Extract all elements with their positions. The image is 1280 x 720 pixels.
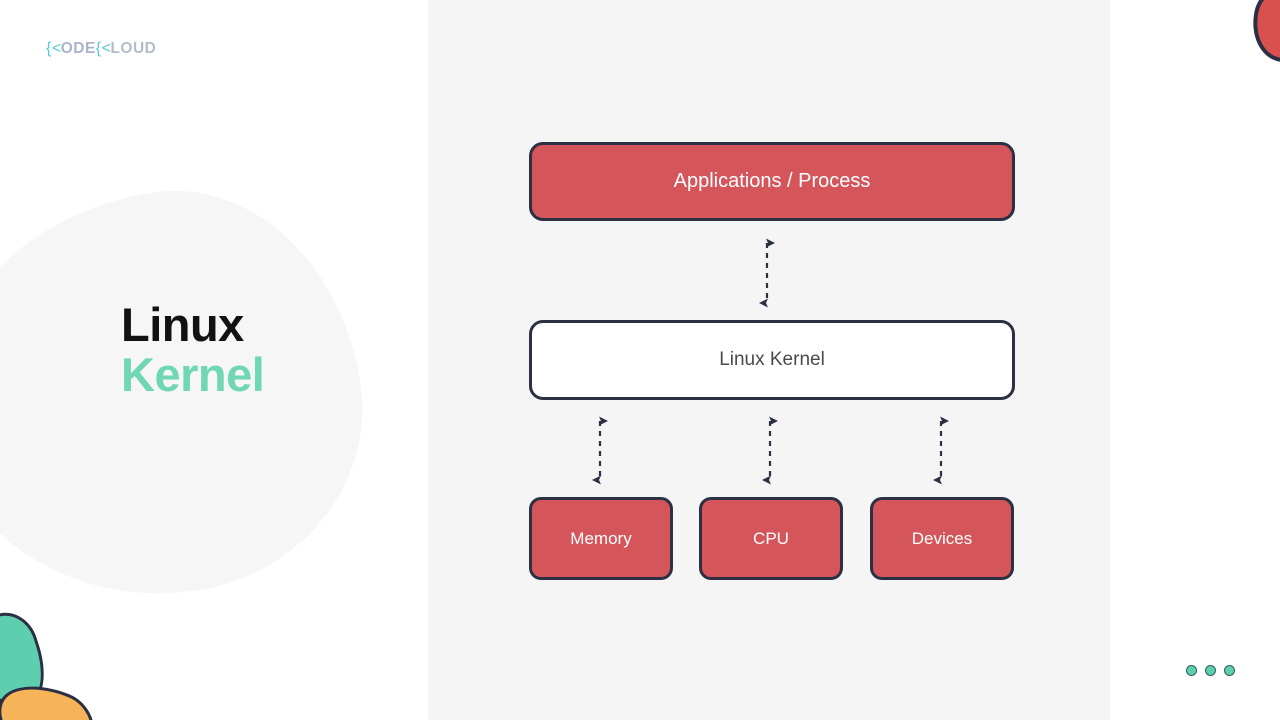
diagram-box-applications: Applications / Process	[529, 142, 1015, 221]
diagram-box-cpu: CPU	[699, 497, 843, 580]
logo-text-loud: LOUD	[110, 40, 157, 57]
title-line-primary: Linux	[121, 298, 244, 351]
diagram-box-memory: Memory	[529, 497, 673, 580]
logo-text-ode: ODE	[60, 40, 96, 57]
slide-pager[interactable]	[1186, 665, 1235, 676]
logo-bracket-k-first: {<	[46, 39, 62, 57]
pager-dot-1[interactable]	[1186, 665, 1197, 676]
page-title: Linux Kernel	[121, 300, 421, 400]
pager-dot-3[interactable]	[1224, 665, 1235, 676]
left-panel: {<ODE{<LOUD Linux Kernel	[0, 0, 428, 720]
diagram-box-linux-kernel: Linux Kernel	[529, 320, 1015, 400]
right-margin-panel	[1110, 0, 1280, 720]
pager-dot-2[interactable]	[1205, 665, 1216, 676]
diagram-box-devices: Devices	[870, 497, 1014, 580]
kodekloud-logo: {<ODE{<LOUD	[46, 38, 156, 60]
title-line-accent: Kernel	[121, 347, 265, 401]
logo-bracket-k-second: {<	[95, 39, 112, 57]
